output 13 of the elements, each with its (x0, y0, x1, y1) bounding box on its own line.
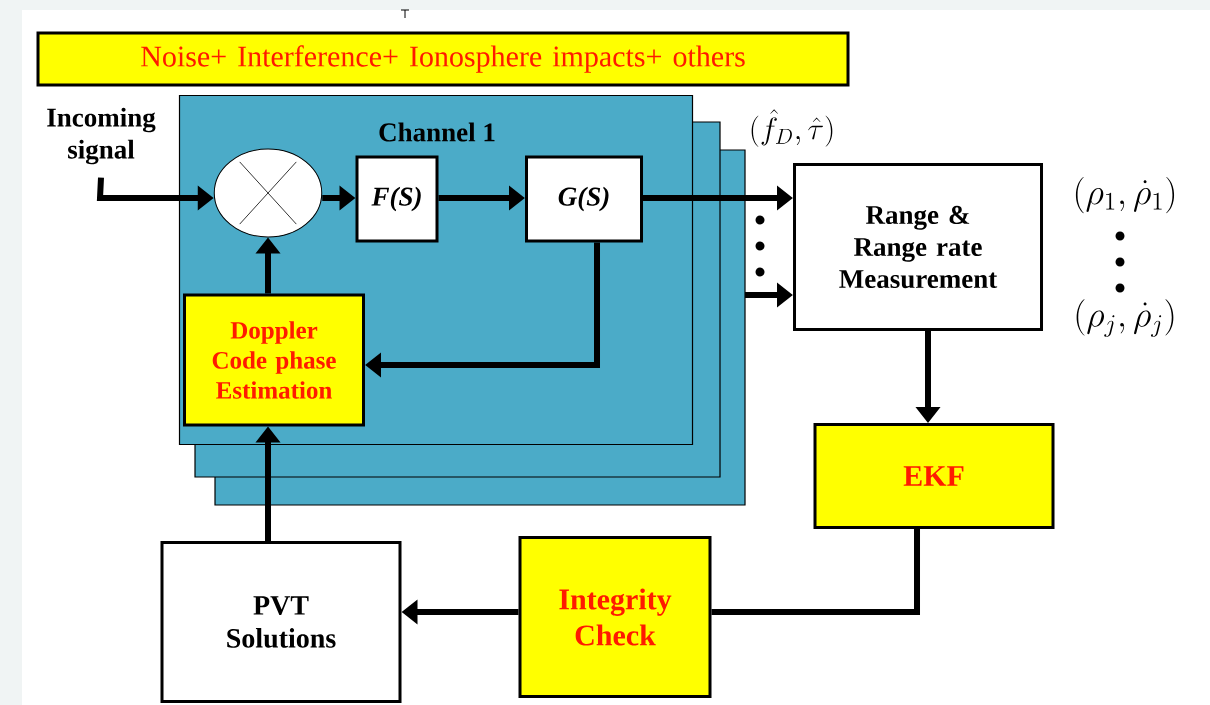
process-box: Integrity Check (518, 536, 712, 698)
process-box: Range & Range rate Measurement (793, 163, 1043, 331)
banner-box: Noise+ Interference+ Ionosphere impacts+ others (36, 31, 850, 87)
multiplier-circle (213, 148, 323, 238)
output-formula: $(\rho_j,\dot{\rho}_j)$ (1076, 299, 1174, 337)
estimate-formula: $(\hat{f}_D,\hat{\tau})$ (751, 109, 833, 147)
filter-box: G(S) (525, 155, 643, 243)
process-box: PVT Solutions (160, 541, 402, 703)
estimator-box: Doppler Code phase Estimation (183, 293, 365, 427)
filter-box: F(S) (355, 155, 439, 243)
process-box: EKF (813, 423, 1055, 529)
output-formula: $(\rho_1,\dot{\rho}_1)$ (1075, 176, 1175, 214)
input-label: Incoming signal (47, 107, 156, 165)
